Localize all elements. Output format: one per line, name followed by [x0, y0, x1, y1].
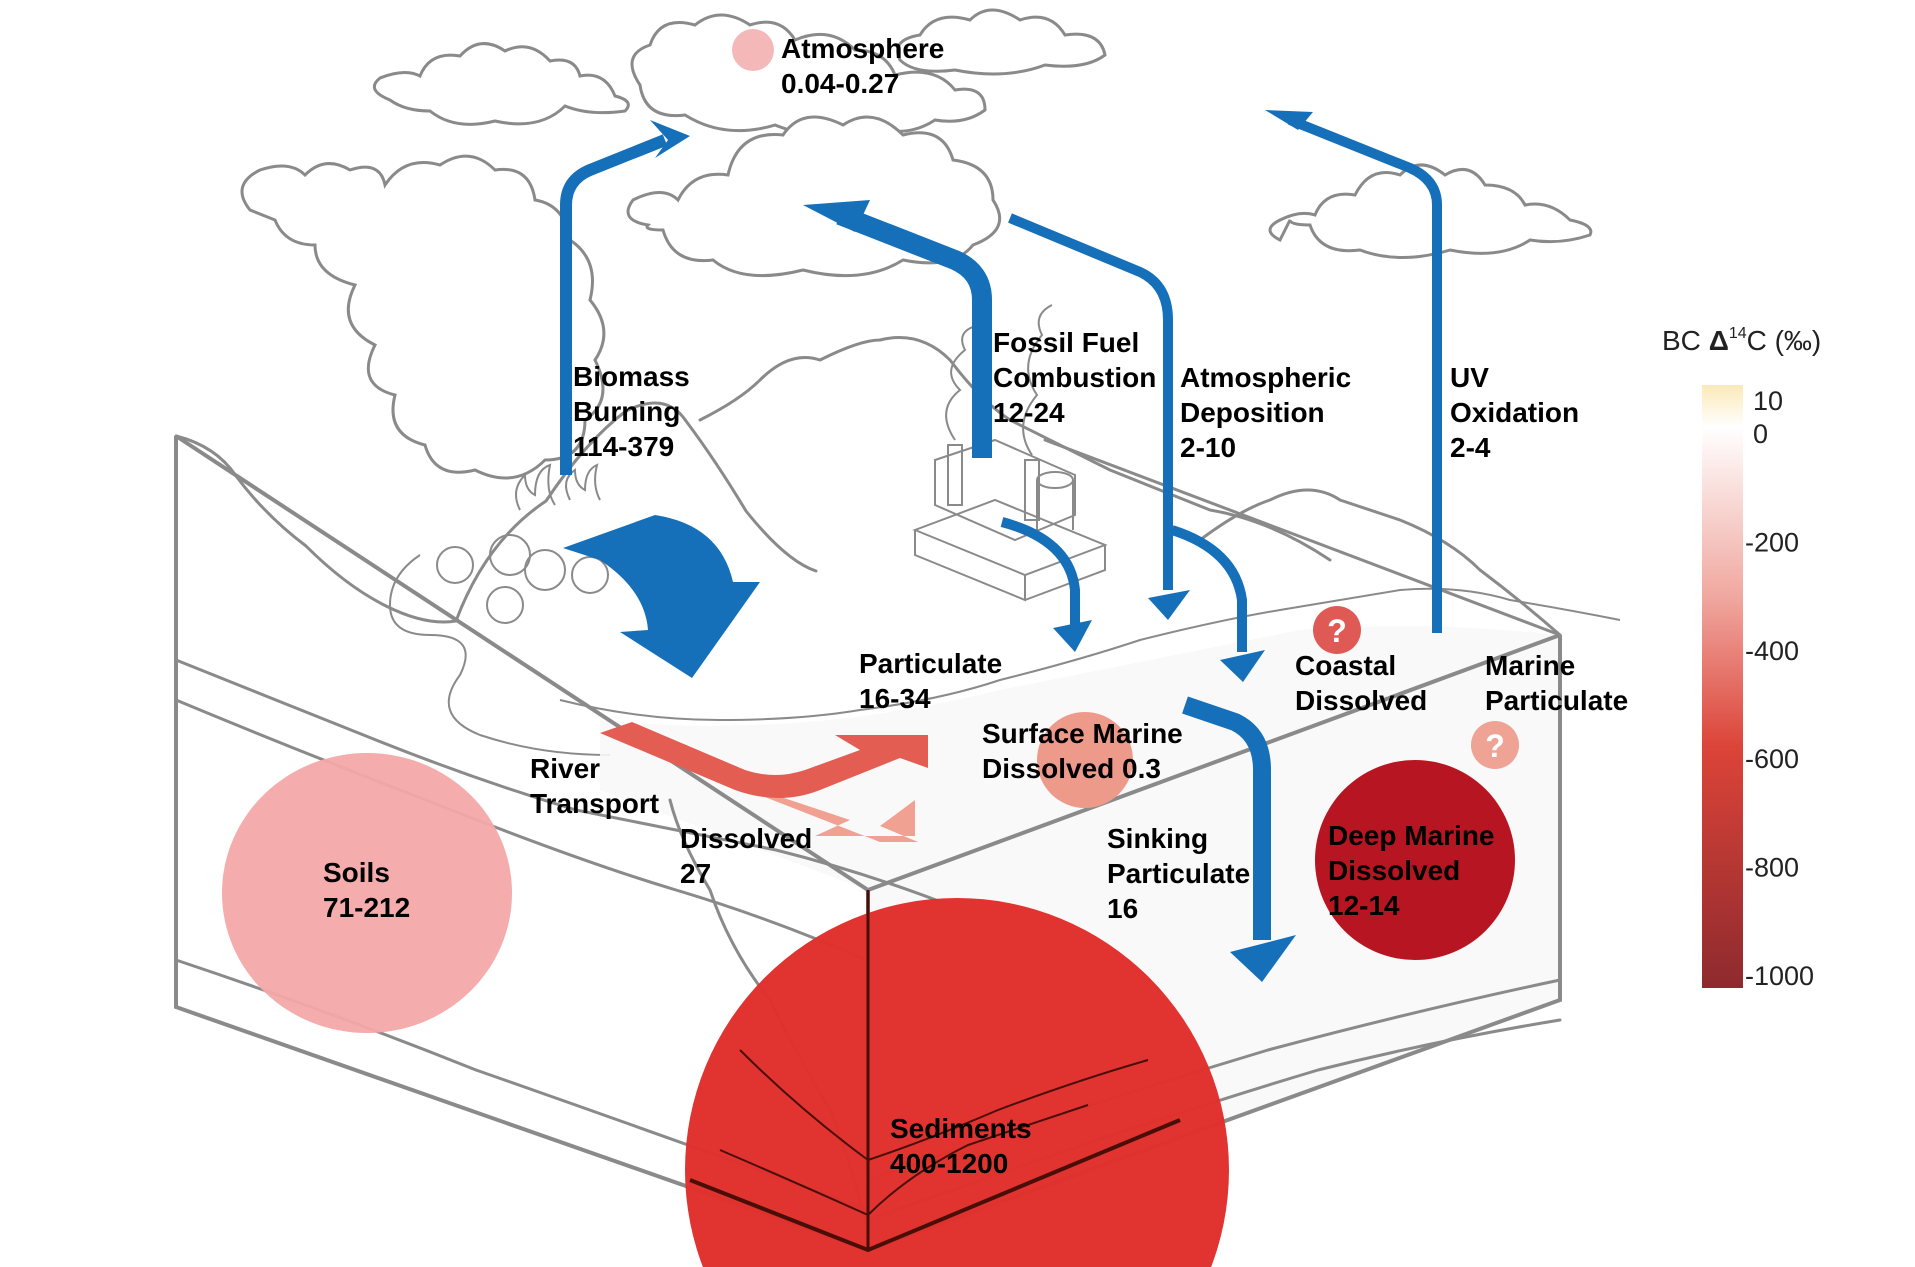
- river-dissolved-arrow: [742, 788, 918, 842]
- deep-marine-label-1: Deep Marine: [1328, 820, 1495, 851]
- river-meander: [388, 554, 611, 756]
- biomass-burning-arrow: [560, 120, 690, 475]
- reservoirs: ? ?: [222, 29, 1519, 1267]
- cloud-upper-left: [372, 42, 630, 126]
- strata-left-2: [174, 698, 868, 962]
- forest-fire-icon: [436, 463, 609, 624]
- legend-title: BC Δ14C (‰): [1662, 325, 1821, 356]
- coastal-label-1: Coastal: [1295, 650, 1396, 681]
- colorbar-tick-label: 0: [1753, 419, 1768, 449]
- uv-label-2: Oxidation: [1450, 397, 1579, 428]
- dissolved-label: Dissolved: [680, 823, 812, 854]
- sediment-strata-overlay: [689, 890, 1181, 1253]
- atm-deposition-value: 2-10: [1180, 432, 1236, 463]
- box-top-front-edge-left: [174, 434, 870, 892]
- colorbar-tick-label: -400: [1745, 636, 1799, 666]
- atmosphere-reservoir: [732, 29, 774, 71]
- clouds: [240, 8, 1593, 480]
- sediments-reservoir: [685, 898, 1229, 1267]
- colorbar-tick-label: -200: [1745, 527, 1799, 557]
- mountain-ridge-right: [1198, 488, 1562, 637]
- sinking-value: 16: [1107, 893, 1138, 924]
- labels: Atmosphere 0.04-0.27 Biomass Burning 114…: [323, 33, 1628, 1179]
- particulate-value: 16-34: [859, 683, 931, 714]
- coastal-dissolved-unknown-marker: ?: [1313, 606, 1361, 654]
- box-top-front-edge-right: [867, 633, 1561, 892]
- deep-marine-label-2: Dissolved: [1328, 855, 1460, 886]
- question-mark-icon: ?: [1327, 613, 1347, 649]
- marine-particulate-unknown-marker: ?: [1471, 721, 1519, 769]
- deep-marine-reservoir: [1315, 760, 1515, 960]
- colorbar-tick-label: -1000: [1745, 961, 1814, 991]
- uv-oxidation-arrow: [1265, 110, 1442, 633]
- sinking-particulate-arrow: [1182, 696, 1296, 982]
- colorbar-tick-label: 10: [1753, 386, 1783, 416]
- colorbar: [1702, 385, 1743, 988]
- mountain-ridge-center: [698, 336, 1332, 562]
- soils-label: Soils: [323, 857, 390, 888]
- colorbar-ticks: 100 -200 -400 -600 -800 -1000: [1745, 386, 1814, 991]
- river-transport-label-2: Transport: [530, 788, 659, 819]
- dissolved-value: 27: [680, 858, 711, 889]
- surface-marine-label-1: Surface Marine: [982, 718, 1183, 749]
- uv-label-1: UV: [1450, 362, 1489, 393]
- atmosphere-value: 0.04-0.27: [781, 68, 899, 99]
- fossil-label-2: Combustion: [993, 362, 1156, 393]
- fossil-label-1: Fossil Fuel: [993, 327, 1139, 358]
- cloud-top-center: [630, 13, 987, 137]
- fossil-fuel-deposition-arrow: [1000, 517, 1092, 652]
- colorbar-tick-label: -600: [1745, 744, 1799, 774]
- sediments-value: 400-1200: [890, 1148, 1008, 1179]
- question-mark-icon: ?: [1485, 728, 1505, 764]
- marine-particulate-label-2: Particulate: [1485, 685, 1628, 716]
- box-top-back-edge: [1043, 438, 1562, 637]
- coastline: [559, 587, 1621, 722]
- fossil-fuel-arrow: [803, 200, 992, 458]
- landscape-sketch: [174, 304, 1621, 756]
- uv-value: 2-4: [1450, 432, 1491, 463]
- flux-arrows: [560, 110, 1442, 982]
- factory-icon: [912, 304, 1108, 602]
- sediments-label: Sediments: [890, 1113, 1032, 1144]
- deep-marine-value: 12-14: [1328, 890, 1400, 921]
- river-transport-label-1: River: [530, 753, 600, 784]
- cloud-top-right: [896, 8, 1107, 76]
- box-left-front-edge: [174, 436, 869, 1252]
- biomass-label-1: Biomass: [573, 361, 690, 392]
- atm-deposition-label-2: Deposition: [1180, 397, 1325, 428]
- particulate-label: Particulate: [859, 648, 1002, 679]
- strata-left-1: [174, 658, 938, 902]
- biomass-value: 114-379: [573, 431, 674, 462]
- soils-reservoir: [222, 753, 512, 1033]
- surface-marine-reservoir: [1037, 712, 1133, 808]
- sinking-label-2: Particulate: [1107, 858, 1250, 889]
- atmospheric-deposition-arrow: [1008, 213, 1190, 620]
- sinking-label-1: Sinking: [1107, 823, 1208, 854]
- coastal-deposition-arrow: [1170, 525, 1265, 682]
- colorbar-tick-label: -800: [1745, 853, 1799, 883]
- river-transport-arrows: [600, 722, 928, 842]
- river-particulate-arrow: [600, 722, 928, 798]
- soils-value: 71-212: [323, 892, 410, 923]
- atmosphere-label: Atmosphere: [781, 33, 944, 64]
- biomass-label-2: Burning: [573, 396, 680, 427]
- coastal-label-2: Dissolved: [1295, 685, 1427, 716]
- marine-particulate-label-1: Marine: [1485, 650, 1575, 681]
- biomass-deposition-arrow: [563, 515, 760, 678]
- colorbar-legend: BC Δ14C (‰) 100 -200 -400 -600 -800 -1000: [1662, 325, 1821, 991]
- cloud-right: [1268, 163, 1593, 259]
- mountain-ridge-left: [174, 401, 818, 624]
- atm-deposition-label-1: Atmospheric: [1180, 362, 1351, 393]
- fossil-value: 12-24: [993, 397, 1065, 428]
- cloud-left-plume: [240, 154, 606, 480]
- surface-marine-label-2: Dissolved 0.3: [982, 753, 1161, 784]
